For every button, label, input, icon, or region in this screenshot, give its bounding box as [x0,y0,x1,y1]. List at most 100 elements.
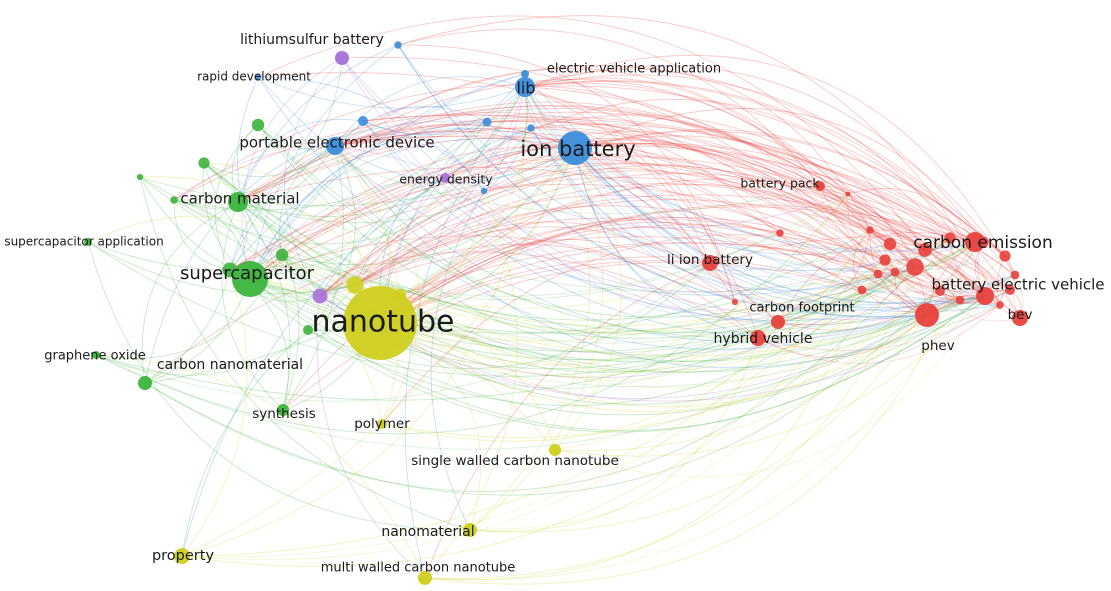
link-line [424,289,863,581]
minor-node [944,232,956,244]
link-line [319,295,1001,402]
node-energy-density[interactable] [440,173,450,183]
label-bev: bev [1008,307,1033,323]
node-carbon-footprint[interactable] [771,315,785,329]
node-polymer[interactable] [377,419,387,429]
link-line [530,127,916,291]
link-line [354,259,886,381]
link-line [379,321,779,378]
node-carbon-emission[interactable] [965,232,985,252]
link-line [861,289,961,313]
node-bev[interactable] [1012,310,1028,326]
link-line [362,114,891,245]
link-line [334,145,1011,369]
link-line [924,249,1021,319]
link-layer [87,15,1024,585]
link-line [354,183,986,297]
node-nanotube[interactable] [343,286,417,360]
node-property[interactable] [174,548,190,564]
node-multi-walled-carbon-nanotube[interactable] [418,571,432,585]
minor-node [879,254,891,266]
link-line [257,15,926,251]
node-li-ion-battery[interactable] [702,255,718,271]
node-rapid-development[interactable] [255,74,261,80]
link-line [486,119,781,234]
node-lib[interactable] [515,77,535,97]
link-line [524,86,736,303]
node-synthesis[interactable] [277,404,289,416]
node-electric-vehicle-application[interactable] [521,70,529,78]
minor-node [1005,285,1015,295]
link-line [709,243,863,291]
link-line [362,120,986,337]
link-line [524,74,1001,306]
node-graphene-oxide[interactable] [92,351,100,359]
label-ion-battery: ion battery [520,137,635,161]
node-supercapacitor[interactable] [232,261,268,297]
link-line [237,127,961,301]
link-line [257,124,961,362]
link-line [237,201,951,353]
label-electric-vehicle-application: electric vehicle application [547,62,721,77]
link-line [397,28,821,187]
node-supercapacitor-application[interactable] [84,238,92,246]
link-line [319,127,532,297]
minor-node [845,191,851,197]
link-line [379,204,976,324]
node-single-walled-carbon-nanotube[interactable] [549,444,561,456]
link-line [237,201,291,411]
link-line [341,57,886,293]
link-line [354,199,926,286]
link-line [307,145,356,331]
link-line [249,73,526,280]
node-phev[interactable] [915,303,939,327]
node-battery-pack[interactable] [815,181,825,191]
link-line [914,266,1011,292]
link-line [554,295,986,457]
link-line [237,201,736,321]
link-line [354,241,976,333]
link-line [554,295,986,478]
node-nanomaterial[interactable] [463,523,477,537]
link-line [181,127,532,557]
link-line [397,44,976,271]
link-line [894,271,941,294]
node-lithiumsulfur-battery[interactable] [335,51,349,65]
node-hybrid-vehicle[interactable] [750,330,766,346]
link-line [334,105,849,195]
node-ion-battery[interactable] [558,131,592,165]
minor-node [303,325,313,335]
link-line [362,114,1001,306]
link-line [249,146,781,280]
link-line [214,124,259,271]
link-line [757,289,863,339]
link-line [777,231,976,323]
link-line [144,251,759,384]
link-line [524,80,984,243]
minor-node [857,285,867,295]
link-line [334,145,401,425]
link-line [341,57,928,321]
link-line [444,98,951,239]
link-line [399,241,1021,319]
node-battery-electric-vehicle[interactable] [976,287,994,305]
link-line [237,101,849,203]
node-carbon-material[interactable] [228,192,248,212]
link-line [424,299,961,581]
node-portable-electronic-device[interactable] [326,137,344,155]
link-line [95,193,849,435]
link-line [229,259,886,370]
link-line [524,77,821,187]
link-line [203,162,879,293]
link-line [249,128,576,280]
minor-node [906,258,924,276]
link-line [554,314,928,452]
link-line [869,229,951,250]
link-line [95,290,941,450]
link-line [354,217,863,291]
link-line [574,143,1006,257]
link-line [574,147,759,339]
link-line [181,289,863,557]
node-carbon-nanomaterial[interactable] [138,376,152,390]
minor-node [890,267,900,277]
